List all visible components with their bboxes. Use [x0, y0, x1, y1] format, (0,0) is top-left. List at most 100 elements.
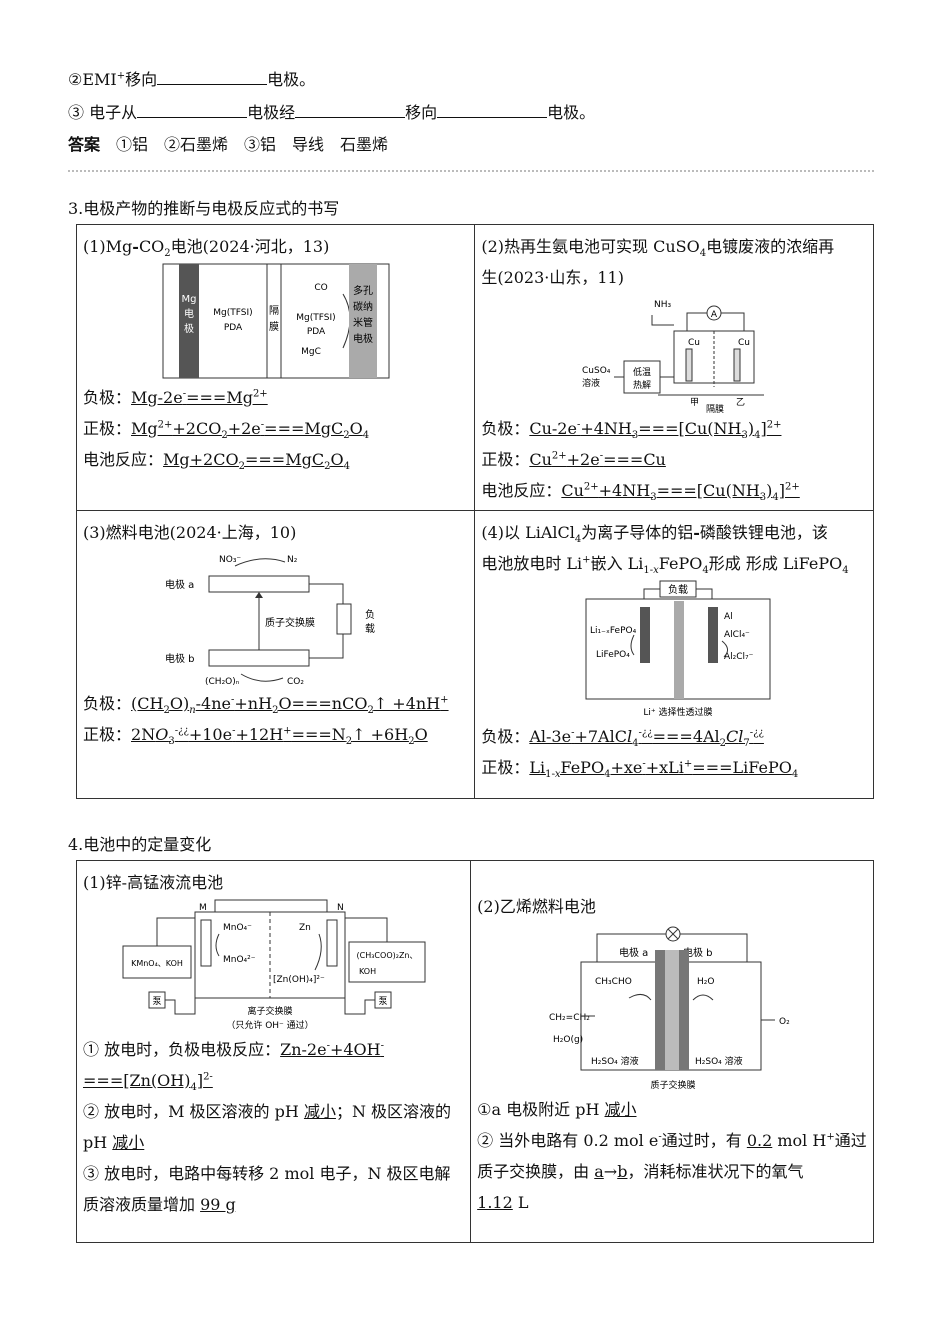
q3-blank-2[interactable] [295, 103, 406, 118]
svg-text:CO₂: CO₂ [287, 677, 304, 687]
svg-text:N₂: N₂ [287, 555, 298, 565]
svg-text:离子交换膜: 离子交换膜 [247, 1005, 292, 1017]
svg-text:质子交换膜: 质子交换膜 [651, 1079, 696, 1091]
question-3-line: ③ 电子从 电极经 移向 电极。 [68, 99, 595, 123]
question-2: ② 当外电路有 0.2 mol e-通过时，有 0.2 mol H+通过 [477, 1131, 867, 1150]
question-3-cont: 质溶液质量增加 99 g [83, 1195, 236, 1214]
cell-zinc-manganese: (1)锌-高锰液流电池 M N MnO₄⁻ MnO₄²⁻ Zn [Zn(OH)₄… [75, 860, 472, 1243]
question-2-answer: 1.12 L [477, 1193, 529, 1212]
dotted-divider [68, 170, 874, 172]
cell-reaction: 电池反应：Mg+2CO2===MgC2O4 [83, 450, 350, 473]
svg-text:MnO₄²⁻: MnO₄²⁻ [223, 955, 256, 965]
svg-text:泵: 泵 [378, 996, 387, 1007]
svg-text:泵: 泵 [152, 996, 161, 1007]
svg-text:Mg(TFSI): Mg(TFSI) [296, 313, 335, 323]
question-2-cont: 质子交换膜，由 a→b，消耗标准状况下的氧气 [477, 1162, 804, 1181]
svg-text:负载: 负载 [668, 583, 688, 596]
svg-text:多孔: 多孔 [353, 284, 373, 297]
svg-text:H₂SO₄ 溶液: H₂SO₄ 溶液 [591, 1055, 639, 1067]
positive-electrode: 正极：2NO3-¿¿+10e-+12H+===N2↑ +6H2O [83, 725, 428, 748]
cell-title: (2)热再生氨电池可实现 CuSO4电镀废液的浓缩再 [481, 237, 835, 260]
question-1: ① 放电时，负极电极反应：Zn-2e-+4OH- [83, 1040, 385, 1059]
svg-text:Al₂Cl₇⁻: Al₂Cl₇⁻ [724, 652, 754, 662]
svg-text:碳纳: 碳纳 [353, 300, 373, 313]
svg-text:PDA: PDA [306, 327, 325, 337]
q2-blank[interactable] [157, 70, 268, 85]
svg-text:Li₁₋ₓFePO₄: Li₁₋ₓFePO₄ [590, 626, 637, 636]
svg-text:H₂O: H₂O [697, 977, 714, 987]
answer-line: 答案 ①铝 ②石墨烯 ③铝 导线 石墨烯 [68, 131, 388, 155]
cell-reaction: 电池反应：Cu2++4NH3===[Cu(NH3)4]2+ [481, 481, 800, 504]
cell-title: (1)Mg-CO2电池(2024·河北，13) [83, 237, 330, 260]
svg-text:NO₃⁻: NO₃⁻ [219, 555, 241, 565]
q2-mid: 移向 [125, 70, 158, 89]
q3-p4: 电极。 [547, 103, 596, 122]
cell-title: (1)锌-高锰液流电池 [83, 873, 224, 892]
svg-text:A: A [711, 310, 718, 320]
svg-text:PDA: PDA [223, 323, 242, 333]
q2-sup: + [116, 70, 126, 82]
lithium-battery-diagram: 负载 Li₁₋ₓFePO₄ LiFePO₄ Al AlCl₄⁻ Al₂Cl₇⁻ … [585, 580, 771, 718]
section-4-title: 4.电池中的定量变化 [68, 835, 212, 854]
svg-text:载: 载 [365, 623, 375, 635]
left-solution: Mg(TFSI) [213, 308, 252, 318]
svg-text:Li⁺ 选择性透过膜: Li⁺ 选择性透过膜 [644, 706, 713, 718]
svg-text:AlCl₄⁻: AlCl₄⁻ [724, 630, 750, 640]
svg-text:甲: 甲 [690, 397, 699, 408]
cell-mg-co2: (1)Mg-CO2电池(2024·河北，13) Mg 电 极 Mg(TFSI) … [75, 224, 476, 511]
svg-text:Al: Al [724, 612, 733, 622]
svg-text:KMnO₄、KOH: KMnO₄、KOH [131, 959, 183, 968]
svg-text:KOH: KOH [359, 967, 376, 976]
ammonia-diagram: NH₃ A Cu Cu 低温 热解 CuSO₄ 溶液 甲 [582, 300, 765, 413]
svg-text:H₂SO₄ 溶液: H₂SO₄ 溶液 [695, 1055, 743, 1067]
ethylene-fuel-diagram: 电极 a 电极 b CH₃CHO H₂O CH₂=CH₂ H₂O(g) O₂ H… [549, 926, 790, 1091]
cell-title: (2)乙烯燃料电池 [477, 897, 596, 916]
svg-text:MnO₄⁻: MnO₄⁻ [223, 923, 252, 933]
svg-text:H₂O(g): H₂O(g) [553, 1035, 583, 1045]
cell-title: (4)以 LiAlCl4为离子导体的铝-磷酸铁锂电池，该 [481, 523, 828, 546]
q2-post: 电极。 [267, 70, 316, 89]
electrode-label-1: Mg [181, 294, 196, 305]
svg-text:隔: 隔 [269, 305, 279, 317]
question-3: ③ 放电时，电路中每转移 2 mol 电子，N 极区电解 [83, 1164, 451, 1183]
cell-title-line2: 生(2023·山东，11) [481, 268, 624, 287]
cell-lithium-battery: (4)以 LiAlCl4为离子导体的铝-磷酸铁锂电池，该 电池放电时 Li+嵌入… [474, 510, 874, 799]
answer-label: 答案 [68, 135, 101, 154]
positive-electrode: 正极：Mg2++2CO2+2e-===MgC2O4 [83, 419, 370, 442]
question-1-cont: ===[Zn(OH)4]2- [83, 1071, 213, 1094]
svg-text:乙: 乙 [736, 397, 745, 408]
cell-title-line2: 电池放电时 Li+嵌入 Li1-xFePO4形成 形成 LiFePO4 [481, 554, 849, 577]
svg-text:电极: 电极 [353, 332, 373, 345]
svg-text:低温: 低温 [633, 366, 651, 378]
svg-text:电极 b: 电极 b [165, 652, 195, 665]
q2-text: ②EMI [68, 70, 117, 89]
negative-electrode: 负极：Cu-2e-+4NH3===[Cu(NH3)4]2+ [481, 419, 782, 442]
svg-text:Zn: Zn [299, 923, 311, 933]
q3-p1: ③ 电子从 [68, 103, 138, 122]
svg-text:质子交换膜: 质子交换膜 [265, 616, 315, 629]
svg-text:CuSO₄: CuSO₄ [582, 366, 611, 376]
q3-p3: 移向 [405, 103, 438, 122]
svg-text:膜: 膜 [269, 321, 279, 333]
svg-text:M: M [199, 903, 207, 913]
cell-ethylene-fuel: (2)乙烯燃料电池 电极 a 电极 b CH₃CHO H₂O CH₂=CH₂ H… [470, 860, 874, 1243]
zinc-manganese-diagram: M N MnO₄⁻ MnO₄²⁻ Zn [Zn(OH)₄]²⁻ KMnO₄、KO… [122, 899, 426, 1031]
svg-text:CH₂=CH₂: CH₂=CH₂ [549, 1013, 590, 1023]
svg-text:极: 极 [184, 322, 194, 335]
svg-text:电极 a: 电极 a [619, 946, 648, 959]
svg-text:(CH₂O)ₙ: (CH₂O)ₙ [205, 677, 240, 687]
q3-blank-1[interactable] [137, 103, 248, 118]
svg-text:CO: CO [314, 283, 327, 293]
positive-electrode: 正极：Cu2++2e-===Cu [481, 450, 666, 469]
question-2-cont: pH 减小 [83, 1133, 145, 1152]
svg-text:O₂: O₂ [779, 1017, 790, 1027]
q3-blank-3[interactable] [437, 103, 548, 118]
svg-text:Cu: Cu [688, 338, 700, 348]
svg-text:Cu: Cu [738, 338, 750, 348]
svg-text:米管: 米管 [353, 316, 373, 329]
positive-electrode: 正极：Li1-xFePO4+xe-+xLi+===LiFePO4 [481, 758, 799, 781]
cell-fuel-cell: (3)燃料电池(2024·上海，10) NO₃⁻ N₂ 电极 a 质子交换膜 负… [75, 510, 476, 799]
svg-text:MgC: MgC [301, 347, 321, 357]
q3-p2: 电极经 [247, 103, 296, 122]
question-2: ② 放电时，M 极区溶液的 pH 减小；N 极区溶液的 [83, 1102, 452, 1121]
